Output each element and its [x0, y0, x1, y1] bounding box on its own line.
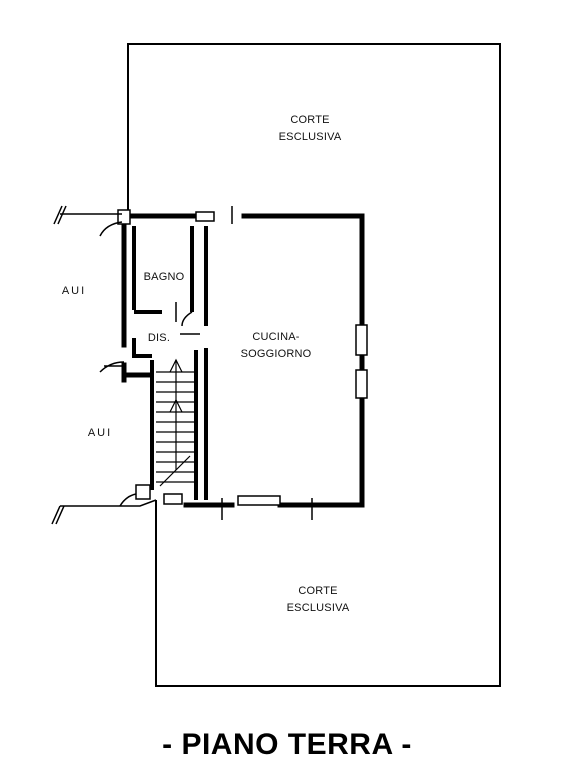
left-boundary-bottom [60, 499, 157, 507]
corte-top-label-1: CORTE [290, 114, 330, 126]
dis-label: DIS. [147, 332, 171, 344]
left-corner-bottom [119, 493, 137, 507]
courtyard-top-boundary [127, 43, 501, 687]
break-symbol-top [53, 205, 67, 225]
window-top-left [195, 211, 215, 222]
cucina-label-1: CUCINA- [252, 331, 300, 343]
house-left-wall-lower [121, 362, 151, 383]
bagno-door-arc [181, 311, 193, 327]
corte-top-label-2: ESCLUSIVA [278, 131, 342, 143]
left-corner-top [99, 221, 123, 237]
plan-title: - PIANO TERRA - [162, 728, 412, 761]
bagno-label: BAGNO [143, 271, 185, 283]
corte-bottom-label-2: ESCLUSIVA [286, 602, 350, 614]
pillar-bottom-left [135, 484, 151, 500]
break-symbol-bottom [51, 505, 65, 525]
window-right-2 [355, 369, 368, 399]
aui-bottom-label: AUI [87, 427, 113, 439]
dis-lower-wall [132, 338, 152, 358]
aui-top-label: AUI [61, 285, 87, 297]
stair-treads [156, 371, 194, 483]
stair-arrow-1 [169, 358, 183, 373]
corte-bottom-label-1: CORTE [298, 585, 338, 597]
cucina-label-2: SOGGIORNO [240, 348, 312, 360]
stair-arrow-2 [169, 398, 183, 413]
window-right-1 [355, 324, 368, 356]
stair-turn [159, 455, 191, 487]
window-bottom-left [163, 493, 183, 505]
window-bottom [237, 495, 281, 506]
left-boundary-mid [99, 361, 125, 373]
